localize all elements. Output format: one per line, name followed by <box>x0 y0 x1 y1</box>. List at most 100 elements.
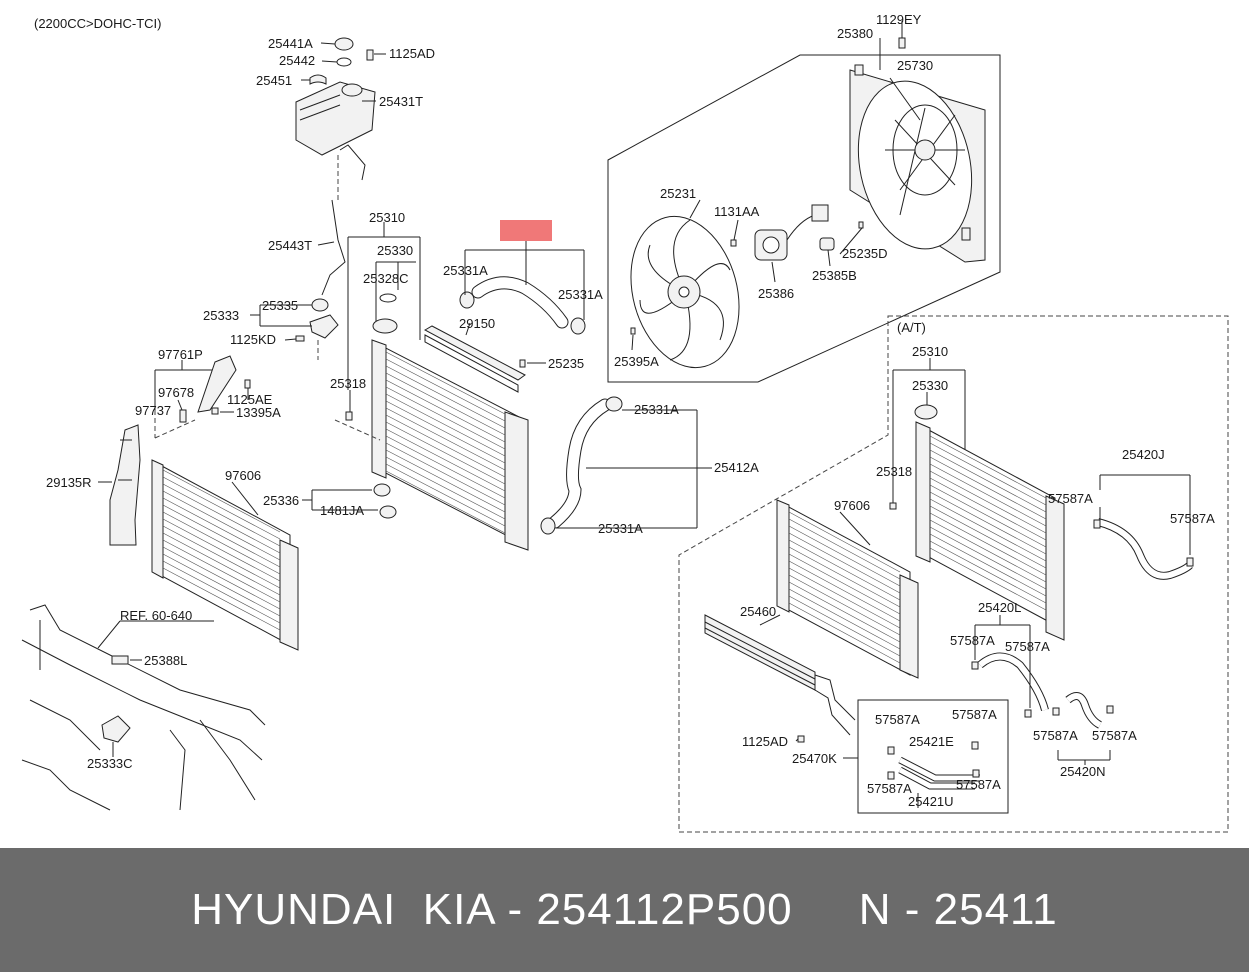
core-fin-line <box>385 365 506 429</box>
core-fin-line <box>162 476 281 540</box>
label-57587A-e: 57587A <box>875 712 920 727</box>
label-57587A-g: 57587A <box>867 781 912 796</box>
sensor-bracket <box>179 355 251 423</box>
label-at: (A/T) <box>897 320 926 335</box>
label-97761P: 97761P <box>158 347 203 362</box>
label-at-25310: 25310 <box>912 344 948 359</box>
core-fin-line <box>929 435 1047 499</box>
label-25333C: 25333C <box>87 756 133 771</box>
label-25470K: 25470K <box>792 751 837 766</box>
core-fin-line <box>929 540 1047 604</box>
label-1129EY: 1129EY <box>876 12 922 27</box>
core-fin-line <box>788 518 901 580</box>
side-guard-29135R <box>109 424 141 546</box>
core-fin-line <box>162 539 281 603</box>
core-fin-line <box>385 414 506 478</box>
core-fin-line <box>788 560 901 622</box>
label-25235: 25235 <box>548 356 584 371</box>
label-57587A-j: 57587A <box>1092 728 1137 743</box>
parts-diagram: (2200CC>DOHC-TCI) <box>21 12 1229 833</box>
core-fin-line <box>385 449 506 513</box>
core-fin-line <box>788 525 901 587</box>
core-fin-line <box>162 511 281 575</box>
core-fin-line <box>385 351 506 415</box>
core-fin-line <box>385 463 506 527</box>
core-fin-line <box>385 372 506 436</box>
label-57587A-f: 57587A <box>952 707 997 722</box>
core-fin-line <box>788 539 901 601</box>
core-fin-line <box>929 470 1047 534</box>
core-fin-line <box>788 567 901 629</box>
fan-blade <box>630 215 740 369</box>
radiator-main <box>334 339 529 551</box>
label-57587A-c: 57587A <box>950 633 995 648</box>
reservoir-group <box>295 37 376 181</box>
label-25380: 25380 <box>837 26 873 41</box>
label-at-25318: 25318 <box>876 464 912 479</box>
core-fin-line <box>385 421 506 485</box>
core-fin-line <box>788 553 901 615</box>
label-25328C: 25328C <box>363 271 409 286</box>
label-1125AD-bottom: 1125AD <box>742 734 788 749</box>
label-25331A-d: 25331A <box>598 521 643 536</box>
core-fin-line <box>162 546 281 610</box>
label-25420N: 25420N <box>1060 764 1106 779</box>
fan-assembly-group <box>607 37 1001 383</box>
core-fin-line <box>929 442 1047 506</box>
core-fin-line <box>788 546 901 608</box>
core-fin-line <box>162 553 281 617</box>
label-25460: 25460 <box>740 604 776 619</box>
core-fin-line <box>385 386 506 450</box>
label-25336: 25336 <box>263 493 299 508</box>
label-25331A-b: 25331A <box>558 287 603 302</box>
at-group <box>678 315 1229 833</box>
core-fin-line <box>162 504 281 568</box>
label-at-25330: 25330 <box>912 378 948 393</box>
core-fin-line <box>788 574 901 636</box>
label-97678: 97678 <box>158 385 194 400</box>
label-13395A: 13395A <box>236 405 281 420</box>
label-25451: 25451 <box>256 73 292 88</box>
core-fin-line <box>929 505 1047 569</box>
label-29135R: 29135R <box>46 475 92 490</box>
core-fin-line <box>162 490 281 554</box>
core-fin-line <box>929 498 1047 562</box>
footer-text: HYUNDAI KIA - 254112P500 N - 25411 <box>191 885 1058 934</box>
label-ref-60-640: REF. 60-640 <box>120 608 192 623</box>
fan-shroud <box>849 64 986 263</box>
label-25730: 25730 <box>897 58 933 73</box>
core-fin-line <box>788 511 901 573</box>
core-fin-line <box>385 442 506 506</box>
label-1125AE: 1125AE <box>227 392 273 407</box>
label-1131AA: 1131AA <box>714 204 760 219</box>
label-1481JA: 1481JA <box>320 503 364 518</box>
label-25385B: 25385B <box>812 268 857 283</box>
core-fin-line <box>929 491 1047 555</box>
label-1125AD-top: 1125AD <box>389 46 435 61</box>
core-fin-line <box>788 532 901 594</box>
core-fin-line <box>929 526 1047 590</box>
label-25441A: 25441A <box>268 36 313 51</box>
label-25420L: 25420L <box>978 600 1021 615</box>
label-25235D: 25235D <box>842 246 888 261</box>
label-25333: 25333 <box>203 308 239 323</box>
core-fin-line <box>385 470 506 534</box>
label-25412A: 25412A <box>714 460 759 475</box>
label-25388L: 25388L <box>144 653 187 668</box>
core-fin-line <box>385 435 506 499</box>
core-fin-line <box>929 533 1047 597</box>
label-25421U: 25421U <box>908 794 954 809</box>
core-fin-line <box>929 484 1047 548</box>
core-fin-line <box>385 358 506 422</box>
core-fin-line <box>929 456 1047 520</box>
label-25231: 25231 <box>660 186 696 201</box>
condenser-97606 <box>151 459 299 651</box>
label-25395A: 25395A <box>614 354 659 369</box>
highlight-box <box>500 220 552 241</box>
core-fin-line <box>929 547 1047 611</box>
label-57587A-d: 57587A <box>1005 639 1050 654</box>
core-fin-line <box>162 497 281 561</box>
label-25443T: 25443T <box>268 238 312 253</box>
label-25318: 25318 <box>330 376 366 391</box>
core-fin-line <box>929 449 1047 513</box>
